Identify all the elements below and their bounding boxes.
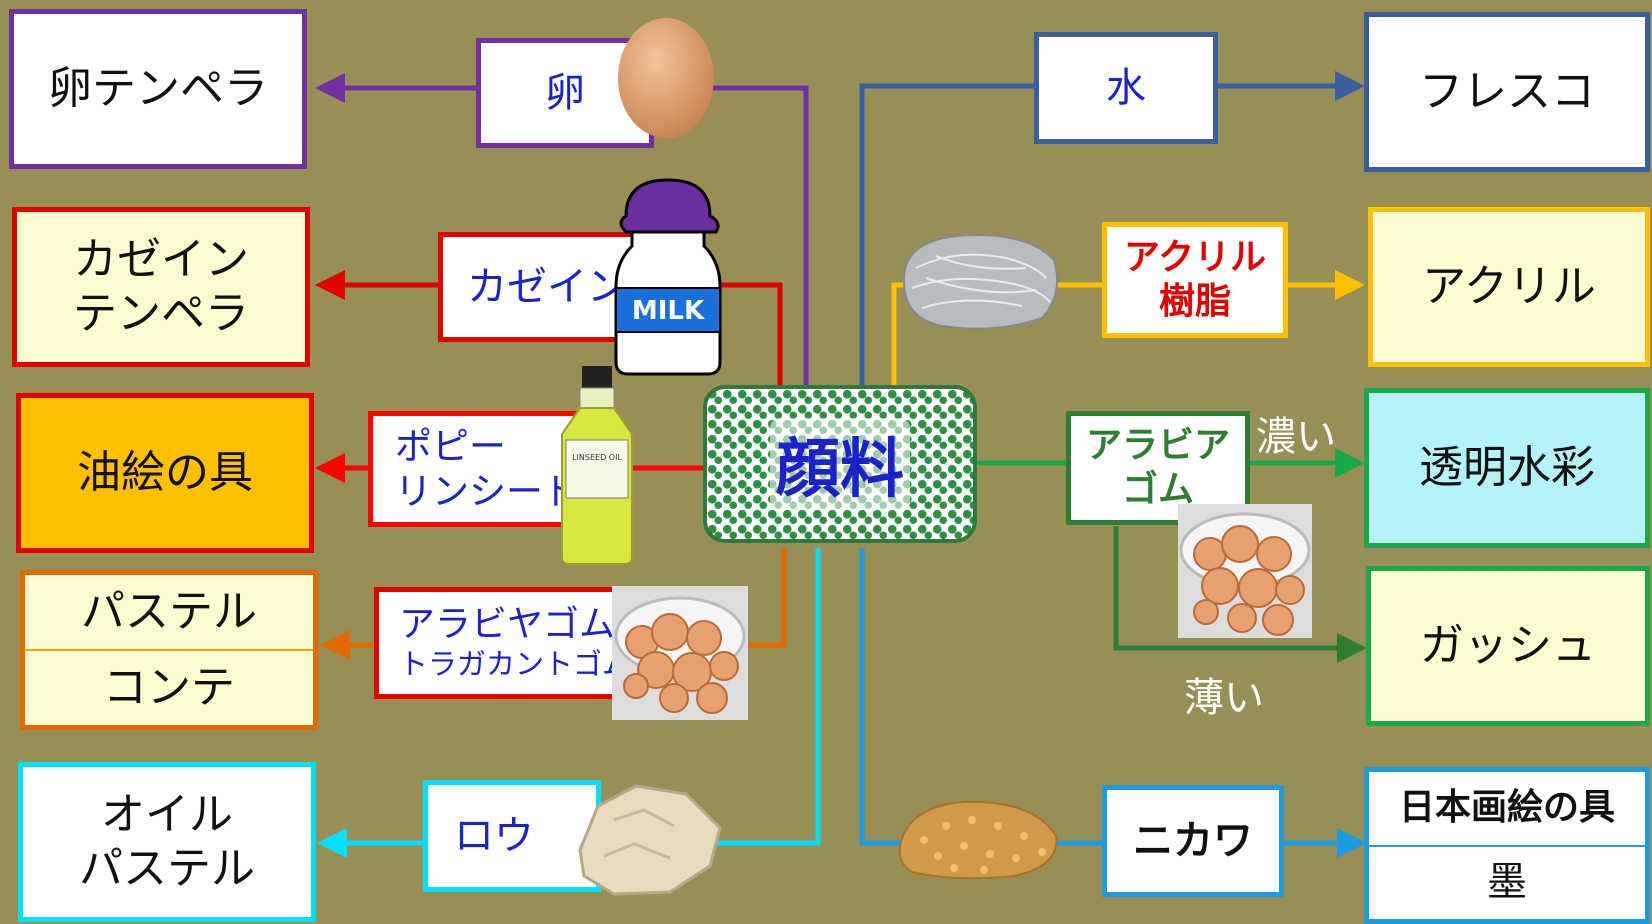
result-label-line1: 日本画絵の具 (1398, 787, 1615, 829)
acrylic-resin-icon (902, 234, 1059, 330)
result-label-line2: 墨 (1487, 859, 1527, 906)
linseed-oil-bottle-icon: LINSEED OIL (561, 366, 633, 565)
result-nihonga-sumi: 日本画絵の具 墨 (1364, 767, 1650, 924)
binder-label-line1: アラビヤゴム (399, 604, 616, 646)
result-label: フレスコ (1419, 66, 1595, 118)
gum-arabic-jar-icon (612, 586, 748, 720)
branch-label-thin: 薄い (1184, 675, 1264, 721)
milk-bottle-icon: MILK (614, 178, 722, 376)
binder-label-line1: ポピー (395, 424, 506, 468)
binder-label: ロウ (454, 812, 534, 859)
binder-label-line2: 樹脂 (1158, 281, 1231, 322)
result-egg-tempera: 卵テンペラ (9, 9, 307, 169)
binder-label: ニカワ (1133, 817, 1253, 864)
result-part-conte: コンテ (25, 651, 313, 725)
result-label-line1: カゼイン (73, 234, 249, 286)
binder-label-line1: アラビア (1085, 425, 1230, 467)
result-pastel-conte: パステル コンテ (20, 570, 318, 730)
animal-glue-icon (898, 800, 1058, 880)
pigment-label: 顔料 (770, 418, 910, 510)
binder-label-line2: ゴム (1121, 469, 1194, 510)
result-label: 油絵の具 (77, 447, 253, 499)
binder-label: 卵 (545, 69, 585, 116)
result-label-line2: パステル (79, 843, 255, 894)
binder-label: カゼイン (467, 263, 627, 310)
result-label-line1: パステル (81, 586, 257, 638)
bottle-label-text: LINSEED OIL (572, 453, 622, 462)
result-label-line1: オイル (101, 789, 233, 841)
pigment-node: 顔料 (703, 385, 977, 543)
svg-text:MILK: MILK (632, 296, 705, 326)
result-casein-tempera: カゼイン テンペラ (12, 207, 310, 367)
result-label-line2: コンテ (103, 662, 235, 714)
result-label: ガッシュ (1420, 620, 1596, 672)
egg-icon (618, 18, 714, 138)
result-oil-pastel: オイル パステル (18, 762, 316, 922)
branch-label-thick: 濃い (1256, 414, 1336, 460)
result-gouache: ガッシュ (1366, 566, 1650, 726)
gum-arabic-jar-icon-right (1178, 504, 1312, 638)
result-part-nihonga: 日本画絵の具 (1369, 772, 1645, 847)
result-transparent-watercolor: 透明水彩 (1364, 388, 1650, 548)
binder-acrylic-resin: アクリル 樹脂 (1102, 222, 1288, 338)
binder-animal-glue: ニカワ (1102, 785, 1284, 897)
binder-label-line2: リンシード (395, 470, 580, 513)
result-label-line2: テンペラ (73, 288, 249, 339)
binder-label: 水 (1106, 64, 1146, 111)
result-part-pastel: パステル (25, 575, 313, 651)
result-label: 透明水彩 (1419, 442, 1595, 494)
result-oil-paint: 油絵の具 (16, 393, 314, 553)
binder-poppy-linseed: ポピー リンシード (368, 411, 586, 527)
result-acrylic: アクリル (1368, 207, 1650, 367)
result-part-sumi: 墨 (1369, 847, 1645, 920)
binder-label-line2: トラガカントゴム (399, 647, 632, 682)
binder-wax: ロウ (423, 780, 601, 892)
binder-label-line1: アクリル (1123, 237, 1267, 279)
result-label: 卵テンペラ (48, 63, 268, 115)
result-fresco: フレスコ (1364, 12, 1650, 172)
wax-lump-icon (578, 784, 722, 896)
binder-water: 水 (1034, 32, 1218, 144)
result-label: アクリル (1422, 261, 1596, 313)
